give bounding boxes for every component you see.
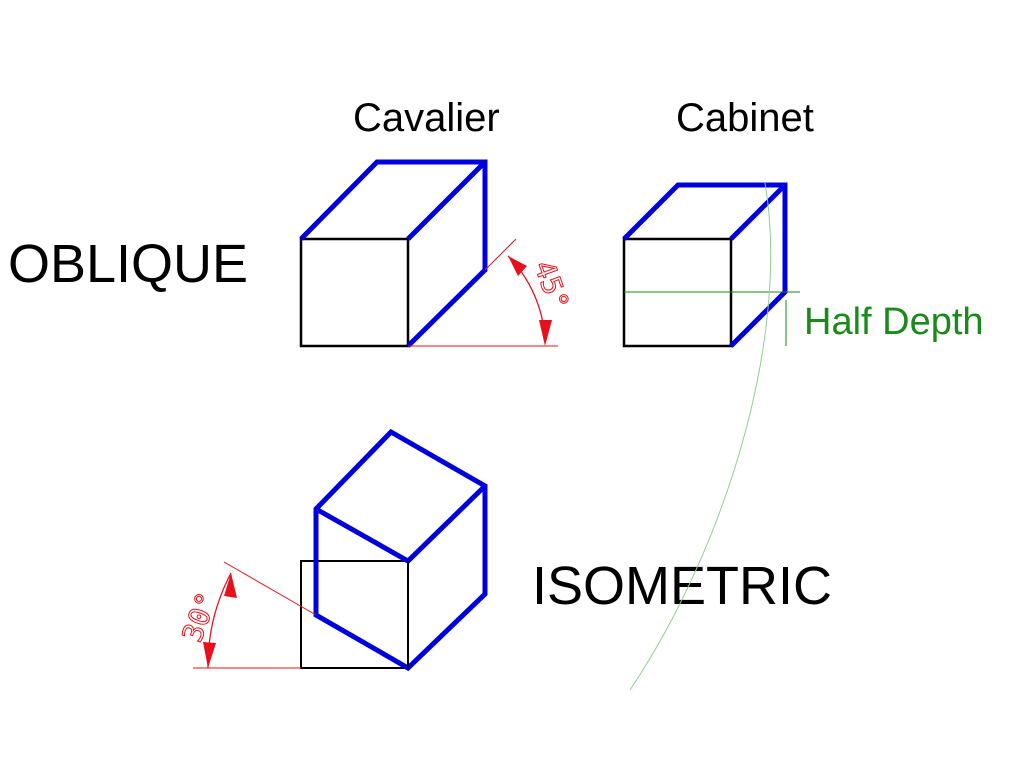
angle-30-extension (223, 561, 317, 616)
cavalier-cube (299, 159, 488, 348)
isometric-cube (300, 428, 488, 672)
cabinet-cube (622, 182, 788, 348)
angle-30-arrow-top (224, 573, 237, 598)
angle-30-dimension: 30° (175, 561, 317, 669)
angle-45-label: 45° (527, 256, 575, 315)
angle-30-label: 30° (176, 588, 224, 647)
cavalier-front-face (299, 237, 410, 348)
cavalier-top-right-edge (406, 160, 487, 241)
half-depth-label: Half Depth (804, 301, 984, 343)
angle-45-dimension: 45° (408, 238, 576, 347)
half-depth-construction: Half Depth (624, 182, 984, 691)
angle-30-arrow-bottom (203, 642, 216, 668)
oblique-heading: OBLIQUE (8, 234, 248, 294)
isometric-heading: ISOMETRIC (532, 556, 832, 616)
half-depth-arc (629, 182, 772, 691)
cabinet-heading: Cabinet (676, 96, 814, 140)
angle-45-arrow-top (508, 256, 527, 276)
cavalier-heading: Cavalier (353, 96, 500, 140)
angle-45-arrow-bottom (539, 320, 552, 346)
isometric-top-edges (314, 484, 487, 565)
isometric-outline (313, 428, 488, 672)
angle-45-extension (484, 238, 517, 271)
cabinet-top-right-edge (729, 183, 787, 241)
